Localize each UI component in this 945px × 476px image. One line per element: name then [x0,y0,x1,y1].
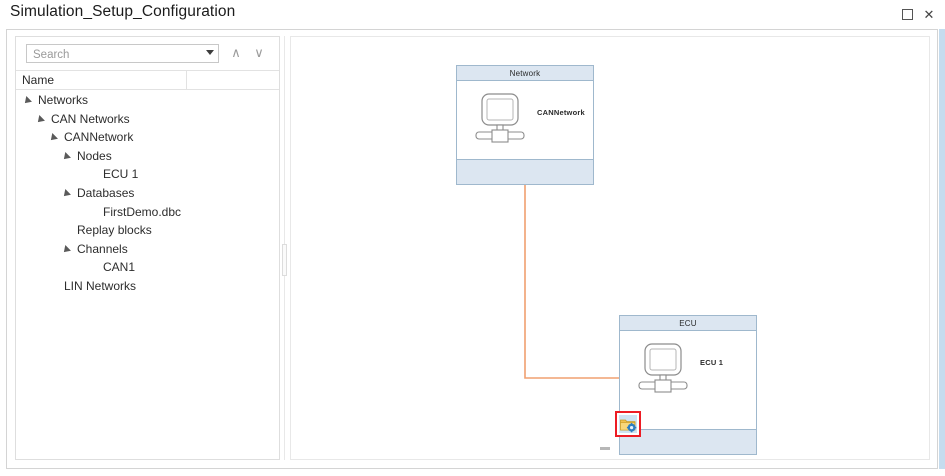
node-ecu-header: ECU [620,316,756,331]
node-ecu-footer [620,429,756,454]
search-next-button[interactable]: ∨ [254,45,264,60]
splitter-grip[interactable] [282,244,287,276]
tree-item-replay-blocks[interactable]: Replay blocks [16,221,279,240]
panel-splitter[interactable] [282,36,287,460]
node-network[interactable]: Network CANNetwork [456,65,594,185]
folder-gear-icon [619,415,637,433]
tree-expander-icon[interactable] [61,244,71,255]
search-combobox[interactable] [26,44,219,64]
tree-item-label: Databases [77,185,135,200]
maximize-button[interactable] [899,7,915,23]
tree-expander-icon[interactable] [61,151,71,162]
tree-item-can1[interactable]: CAN1 [16,258,279,277]
tree-item-networks[interactable]: Networks [16,91,279,110]
right-edge-strip [939,29,945,469]
diagram-canvas[interactable]: Network CANNetwork ECU ECU 1 [290,36,930,460]
tree-item-label: ECU 1 [103,167,139,182]
tree-item-ecu-1[interactable]: ECU 1 [16,165,279,184]
node-network-header: Network [457,66,593,81]
column-divider[interactable] [186,71,187,89]
network-ecu-connector [524,185,619,379]
window-titlebar: Simulation_Setup_Configuration ✕ [0,0,945,30]
tree-item-lin-networks[interactable]: LIN Networks [16,277,279,296]
tree-item-firstdemo-dbc[interactable]: FirstDemo.dbc [16,203,279,222]
node-ecu[interactable]: ECU ECU 1 [619,315,757,455]
search-toolbar: ∧ ∨ [16,37,279,70]
tree-item-channels[interactable]: Channels [16,240,279,259]
tree-item-cannetwork[interactable]: CANNetwork [16,128,279,147]
tree-item-nodes[interactable]: Nodes [16,147,279,166]
node-network-caption: CANNetwork [537,108,585,117]
canvas-resize-handle[interactable] [600,447,610,450]
maximize-icon [901,8,913,20]
tree-item-label: Nodes [77,148,112,163]
tree-item-label: Channels [77,241,128,256]
ecu-configuration-badge[interactable] [615,411,641,437]
tree-item-label: CAN Networks [51,111,130,126]
tree-item-label: CANNetwork [64,130,134,145]
tree-item-databases[interactable]: Databases [16,184,279,203]
tree-expander-icon[interactable] [35,114,45,125]
computer-icon [475,93,525,143]
tree-item-label: Networks [38,93,89,107]
tree-item-label: FirstDemo.dbc [103,204,182,219]
tree-expander-icon[interactable] [48,133,58,144]
tree-column-header[interactable]: Name [16,70,279,90]
tree-expander-icon[interactable] [61,189,71,199]
tree-item-label: Replay blocks [77,223,152,238]
tree-item-label: CAN1 [103,260,136,275]
close-button[interactable]: ✕ [923,7,935,22]
tree-expander-icon[interactable] [22,96,32,106]
tree-item-can-networks[interactable]: CAN Networks [16,110,279,129]
column-header-name: Name [22,73,55,87]
page-title: Simulation_Setup_Configuration [10,3,236,20]
computer-icon [638,343,688,393]
node-network-footer [457,159,593,184]
tree-item-label: LIN Networks [64,278,137,293]
search-previous-button[interactable]: ∧ [231,45,241,60]
chevron-down-icon[interactable] [206,50,214,55]
node-ecu-caption: ECU 1 [700,358,724,367]
search-input[interactable] [31,45,195,64]
